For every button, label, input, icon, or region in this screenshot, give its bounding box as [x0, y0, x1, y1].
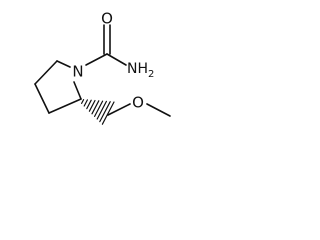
ether-oxygen-label: O: [132, 94, 144, 112]
amide-nh2-subscript: 2: [148, 69, 154, 80]
wedge-hash-9: [101, 101, 115, 125]
wedge-hash-8: [99, 101, 111, 123]
wedge-hash-4: [88, 99, 96, 112]
bond-n-c2: [73, 81, 82, 100]
bond-c5-n: [56, 60, 71, 68]
bond-c4-c5: [34, 60, 58, 85]
bond-n-carbonyl-carbon: [85, 53, 108, 66]
wedge-hash-5: [91, 100, 100, 115]
methoxy-chain: [107, 103, 171, 117]
bond-o-ch3: [146, 103, 171, 117]
amide-nh2-label: NH 2: [127, 61, 154, 80]
wedge-hash-7: [96, 100, 108, 120]
bond-carbonyl-amide-n: [106, 53, 127, 66]
wedge-hash-1: [80, 98, 85, 105]
molecule-structure: O N NH 2 O: [34, 10, 171, 125]
ring-nitrogen-label: N: [72, 63, 83, 81]
carboxamide-group: [85, 24, 127, 66]
bond-c3-c4: [34, 83, 50, 114]
pyrrolidine-ring: [34, 60, 82, 114]
carbonyl-oxygen-label: O: [101, 10, 113, 28]
hashed-wedge-bond: [80, 98, 115, 125]
amide-nh-text: NH: [127, 61, 148, 77]
wedge-hash-2: [83, 99, 89, 107]
wedge-hash-3: [86, 99, 92, 110]
wedge-hash-6: [93, 100, 104, 118]
bond-c2-c3: [48, 98, 82, 114]
bond-ch2-o: [107, 103, 131, 116]
